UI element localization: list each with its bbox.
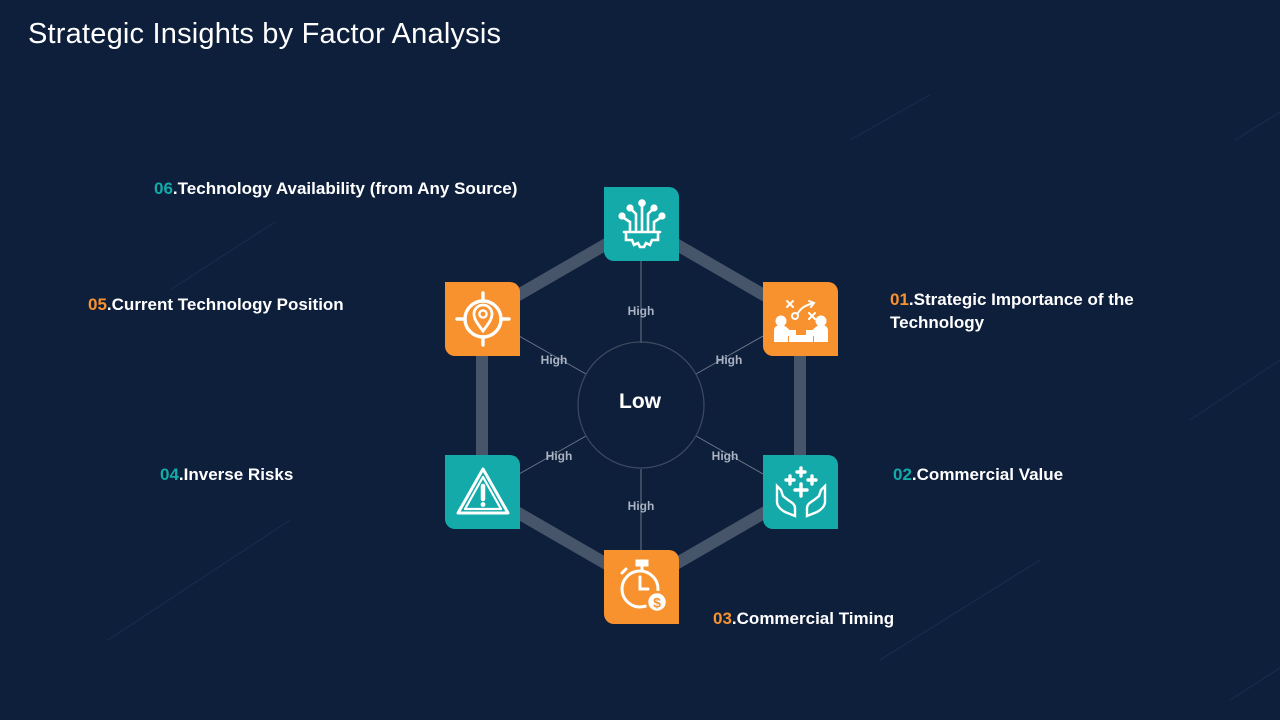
- slide-title: Strategic Insights by Factor Analysis: [28, 18, 502, 50]
- factor-label-02: 02.Commercial Value: [893, 465, 1064, 484]
- center-circle: [577, 341, 705, 469]
- factor-number-03: 03: [713, 609, 732, 628]
- factor-text-06: Technology Availability (from Any Source…: [177, 179, 518, 198]
- stopwatch-dollar-icon: $: [604, 550, 679, 624]
- factor-number-01: 01: [890, 290, 909, 309]
- spoke-label-04: High: [545, 449, 573, 463]
- spoke-label-03: High: [627, 499, 655, 513]
- svg-text:$: $: [653, 595, 661, 611]
- spoke-label-05: High: [540, 353, 568, 367]
- factor-text-01: Strategic Importance of the Technology: [890, 290, 1134, 332]
- spokes: [518, 258, 764, 550]
- factor-number-06: 06: [154, 179, 173, 198]
- factor-text-04: Inverse Risks: [183, 465, 294, 484]
- factor-number-05: 05: [88, 295, 107, 314]
- spoke-label-06: High: [627, 304, 655, 318]
- hands-plus-icon: [763, 455, 838, 529]
- factor-label-04: 04.Inverse Risks: [160, 465, 294, 484]
- factor-text-03: Commercial Timing: [736, 609, 895, 628]
- spoke-label-02: High: [711, 449, 739, 463]
- spoke-label-01: High: [715, 353, 743, 367]
- factor-label-03: 03.Commercial Timing: [713, 609, 895, 628]
- factor-text-05: Current Technology Position: [111, 295, 344, 314]
- factor-label-05: 05.Current Technology Position: [88, 295, 344, 314]
- background-streaks: [107, 94, 1280, 701]
- circuit-gear-icon: [604, 187, 679, 261]
- strategy-meeting-icon: [763, 282, 838, 356]
- factor-number-02: 02: [893, 465, 912, 484]
- warning-icon: [445, 455, 520, 529]
- factor-label-06: 06.Technology Availability (from Any Sou…: [154, 179, 518, 198]
- factor-text-02: Commercial Value: [916, 465, 1064, 484]
- factor-label-01: 01.Strategic Importance of the Technolog…: [890, 290, 1134, 332]
- center-label: Low: [619, 390, 661, 413]
- location-target-icon: [445, 282, 520, 356]
- factor-number-04: 04: [160, 465, 179, 484]
